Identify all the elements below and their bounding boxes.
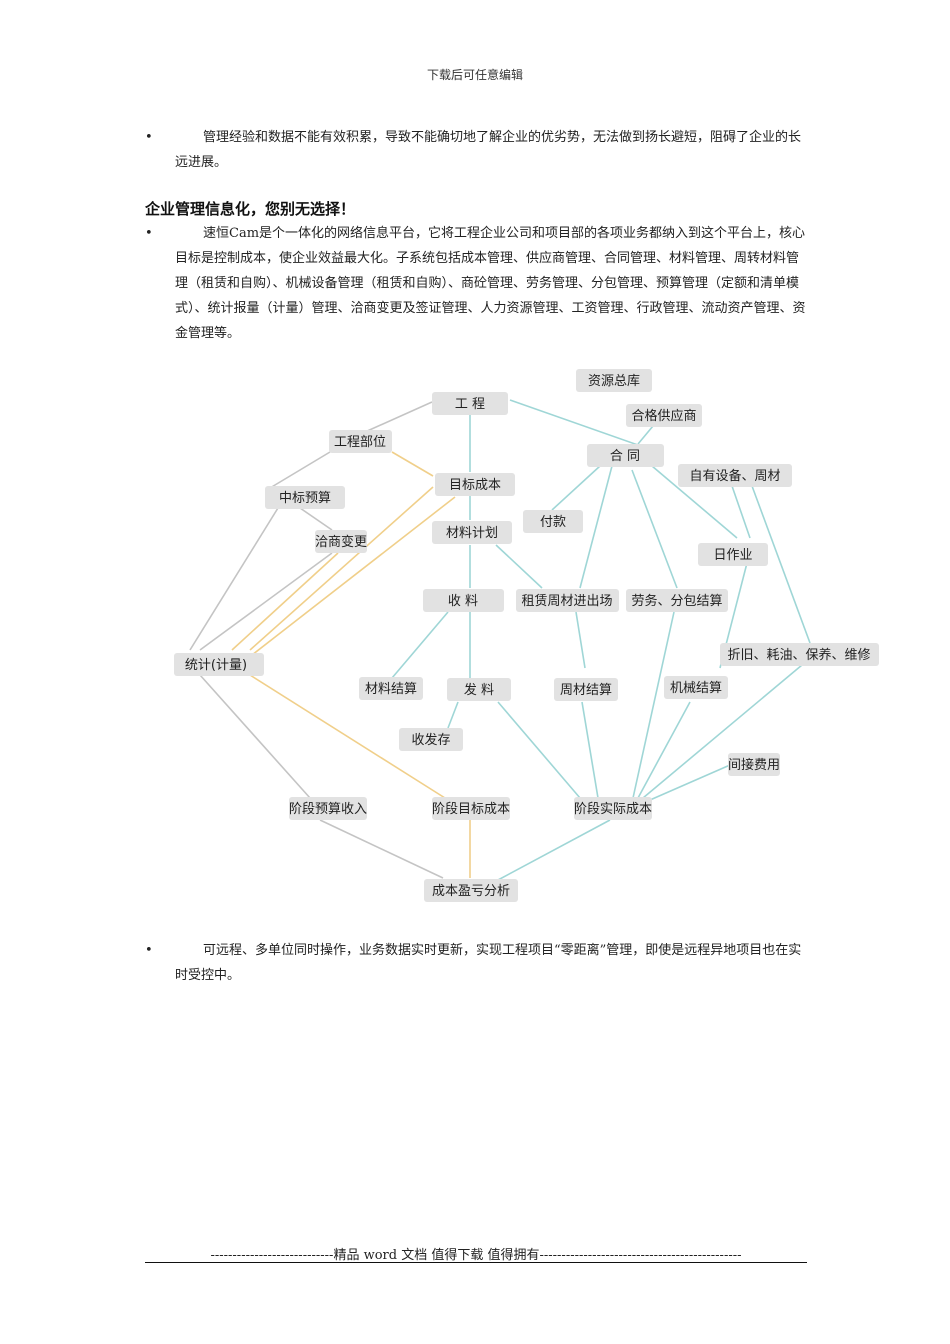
node-zhongbiaoyusuan: 中标预算 (265, 486, 345, 509)
node-gongcheng: 工 程 (432, 392, 508, 415)
svg-text:收发存: 收发存 (411, 732, 450, 748)
bullet-dot-icon: • (145, 943, 153, 958)
svg-text:工 程: 工 程 (455, 397, 485, 412)
bullet-text: 管理经验和数据不能有效积累，导致不能确切地了解企业的优劣势，无法做到扬长避短，阻… (175, 130, 802, 170)
node-jixiejiesuan: 机械结算 (664, 676, 728, 699)
svg-text:周材结算: 周材结算 (560, 683, 612, 698)
bullet-dot-icon: • (145, 226, 153, 241)
svg-text:间接费用: 间接费用 (728, 757, 780, 773)
svg-text:洽商变更: 洽商变更 (315, 534, 367, 550)
svg-text:机械结算: 机械结算 (670, 681, 722, 696)
diagram-edges (189, 399, 811, 881)
node-ziyoushebei: 自有设备、周材 (678, 464, 792, 487)
svg-text:目标成本: 目标成本 (449, 478, 501, 493)
node-qiashangbiangeng: 洽商变更 (315, 530, 367, 553)
system-diagram: 工 程 资源总库 合格供应商 工程部位 合 同 目标成本 (160, 360, 890, 920)
footer-text: ----------------------------精品 word 文档 值… (210, 1248, 742, 1263)
svg-text:成本盈亏分析: 成本盈亏分析 (432, 884, 510, 899)
node-shoufacun: 收发存 (399, 728, 463, 751)
svg-text:统计(计量): 统计(计量) (185, 658, 247, 673)
svg-text:自有设备、周材: 自有设备、周材 (689, 468, 780, 484)
svg-text:劳务、分包结算: 劳务、分包结算 (631, 593, 722, 609)
svg-text:材料结算: 材料结算 (365, 682, 417, 697)
node-zhoucaijiesuan: 周材结算 (554, 678, 618, 701)
node-cailiaojiesuan: 材料结算 (359, 677, 423, 700)
svg-text:工程部位: 工程部位 (334, 435, 386, 450)
node-jieduanyusuan: 阶段预算收入 (289, 797, 367, 820)
svg-text:日作业: 日作业 (713, 548, 752, 563)
node-shouliao: 收 料 (423, 589, 504, 612)
svg-text:阶段预算收入: 阶段预算收入 (289, 802, 367, 817)
svg-text:阶段目标成本: 阶段目标成本 (432, 802, 510, 817)
node-cailiaojihua: 材料计划 (432, 521, 512, 544)
svg-text:材料计划: 材料计划 (446, 526, 498, 541)
bullet-item: • 管理经验和数据不能有效积累，导致不能确切地了解企业的优劣势，无法做到扬长避短… (145, 125, 810, 175)
bullet-text: 速恒Cam是个一体化的网络信息平台，它将工程企业公司和项目部的各项业务都纳入到这… (175, 226, 806, 341)
svg-text:资源总库: 资源总库 (588, 373, 640, 389)
node-tongji: 统计(计量) (174, 653, 264, 676)
svg-text:合格供应商: 合格供应商 (631, 408, 696, 424)
node-mubiaochengben: 目标成本 (435, 473, 515, 496)
node-fukuan: 付款 (523, 510, 583, 533)
svg-text:折旧、耗油、保养、维修: 折旧、耗油、保养、维修 (727, 647, 870, 663)
diagram-nodes: 工 程 资源总库 合格供应商 工程部位 合 同 目标成本 (174, 369, 879, 902)
node-jianjiefeiyong: 间接费用 (728, 753, 780, 776)
bullet-text: 可远程、多单位同时操作，业务数据实时更新，实现工程项目“零距离”管理，即使是远程… (175, 943, 802, 983)
node-zhejiu: 折旧、耗油、保养、维修 (720, 643, 879, 666)
svg-text:付款: 付款 (540, 515, 566, 530)
header-note: 下载后可任意编辑 (426, 68, 523, 82)
section-title: 企业管理信息化，您别无选择！ (145, 200, 356, 218)
node-hetong: 合 同 (587, 444, 664, 467)
svg-text:发 料: 发 料 (464, 682, 494, 698)
node-laowufenbao: 劳务、分包结算 (626, 589, 728, 612)
node-faliao: 发 料 (447, 678, 511, 701)
svg-text:收 料: 收 料 (448, 594, 478, 609)
diagram-canvas: 工 程 资源总库 合格供应商 工程部位 合 同 目标成本 (174, 369, 879, 902)
node-zulinzhoucai: 租赁周材进出场 (516, 589, 619, 612)
bullet-item: • 速恒Cam是个一体化的网络信息平台，它将工程企业公司和项目部的各项业务都纳入… (145, 221, 810, 346)
bullet-dot-icon: • (145, 130, 153, 145)
svg-text:租赁周材进出场: 租赁周材进出场 (521, 594, 612, 609)
node-jieduanshiji: 阶段实际成本 (574, 797, 652, 820)
svg-text:合 同: 合 同 (610, 449, 640, 464)
node-hegegongyingshang: 合格供应商 (626, 404, 702, 427)
svg-text:中标预算: 中标预算 (279, 491, 331, 506)
node-ziyuanzongku: 资源总库 (576, 369, 652, 392)
node-chengbenyingkui: 成本盈亏分析 (424, 879, 518, 902)
node-jieduanmubiao: 阶段目标成本 (432, 797, 510, 820)
svg-text:阶段实际成本: 阶段实际成本 (574, 802, 652, 817)
footer-divider (145, 1262, 807, 1263)
node-gongchengbuwei: 工程部位 (329, 430, 392, 453)
bullet-item: • 可远程、多单位同时操作，业务数据实时更新，实现工程项目“零距离”管理，即使是… (145, 938, 810, 988)
node-rizuoye: 日作业 (698, 543, 768, 566)
